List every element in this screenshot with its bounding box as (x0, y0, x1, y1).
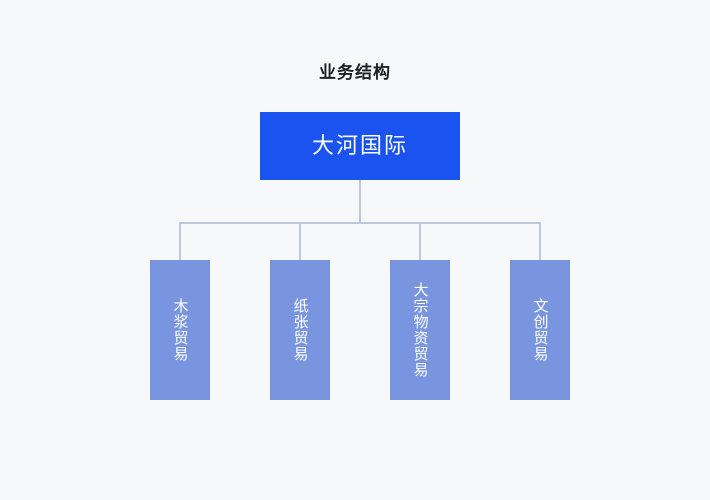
connector-drop-1 (179, 222, 181, 260)
org-node-child-1[interactable]: 木浆贸易 (150, 260, 210, 400)
connector-root-trunk (359, 180, 361, 223)
org-node-root-label: 大河国际 (311, 133, 408, 158)
org-node-child-3-label: 大宗物资贸易 (411, 282, 429, 378)
connector-drop-3 (419, 222, 421, 260)
connector-branch-bar (179, 222, 541, 224)
org-node-child-2[interactable]: 纸张贸易 (270, 260, 330, 400)
org-node-child-3[interactable]: 大宗物资贸易 (390, 260, 450, 400)
org-node-child-2-label: 纸张贸易 (291, 298, 309, 362)
org-node-child-1-label: 木浆贸易 (171, 298, 189, 362)
connector-drop-4 (539, 222, 541, 260)
org-node-child-4[interactable]: 文创贸易 (510, 260, 570, 400)
page-title: 业务结构 (319, 63, 391, 82)
org-node-root[interactable]: 大河国际 (260, 112, 460, 180)
connector-drop-2 (299, 222, 301, 260)
org-node-child-4-label: 文创贸易 (531, 298, 549, 362)
